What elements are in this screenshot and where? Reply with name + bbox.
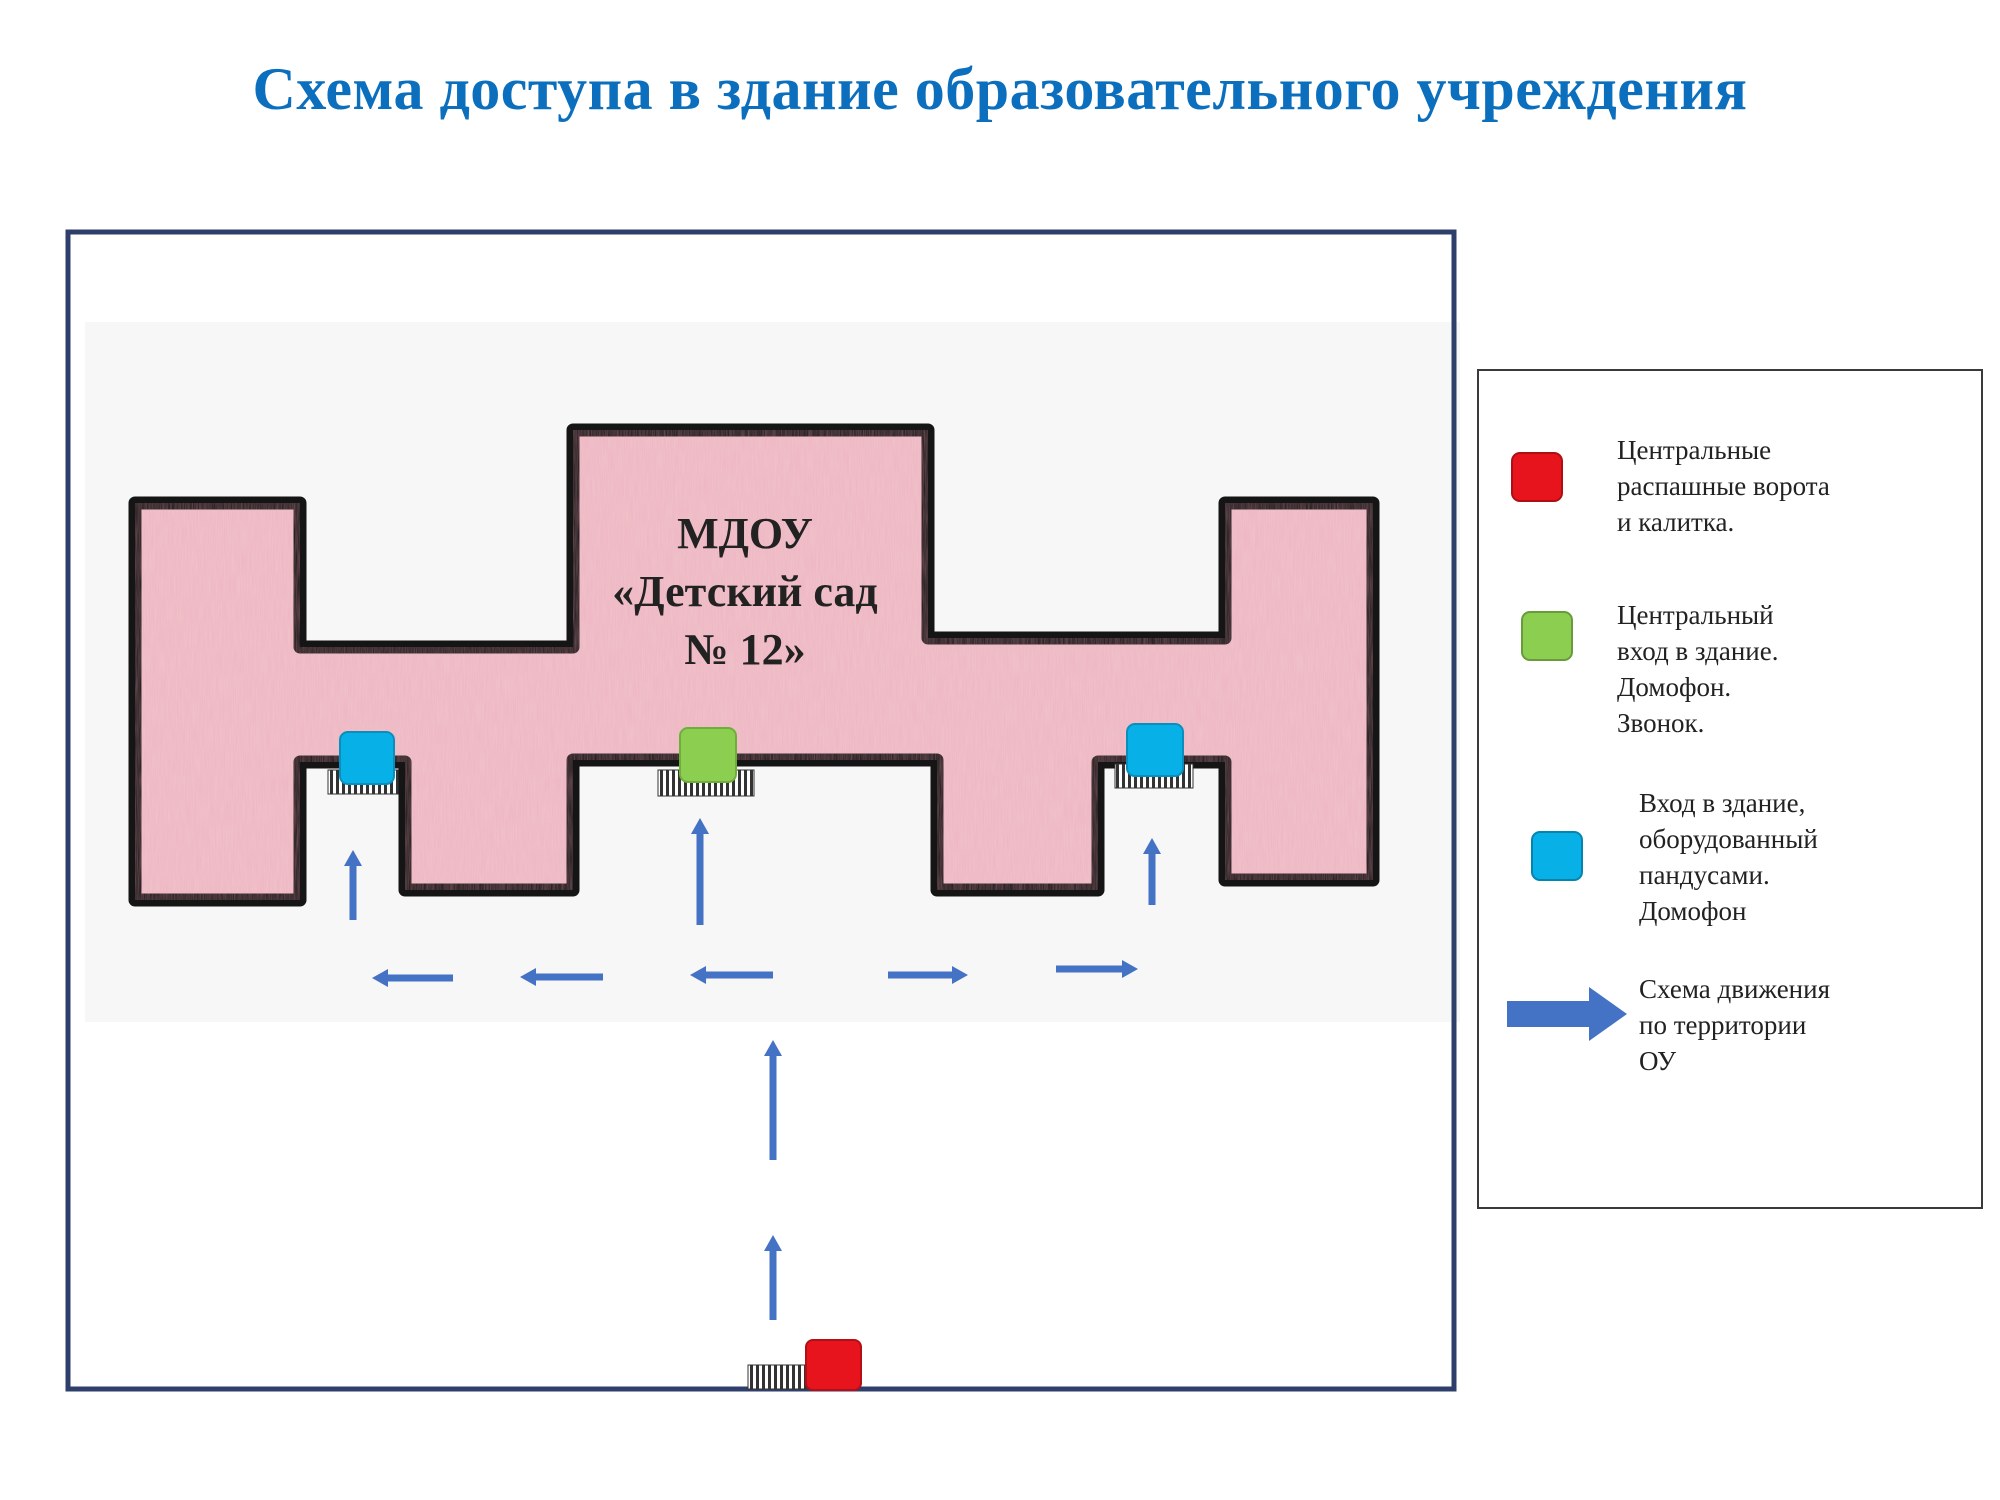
arrow-up-gate	[764, 1235, 782, 1320]
legend-text-gate: Центральные распашные ворота и калитка.	[1617, 435, 1830, 537]
red-square-icon	[1511, 452, 1563, 502]
arrow-up-path	[764, 1040, 782, 1160]
building	[128, 423, 1380, 907]
arrow-right-2	[1056, 960, 1138, 978]
blue-square-icon	[1531, 831, 1583, 881]
arrow-up-right-entrance	[1143, 838, 1161, 905]
arrow-left-2	[520, 968, 603, 986]
arrow-up-left-entrance	[344, 850, 362, 920]
legend-text-movement: Схема движения по территории ОУ	[1639, 974, 1830, 1076]
page-title: Схема доступа в здание образовательного …	[252, 56, 1748, 122]
legend-text-ramp-entrance: Вход в здание, оборудованный пандусами. …	[1639, 788, 1818, 926]
building-label-line3: № 12»	[684, 625, 806, 674]
building-label-line1: МДОУ	[677, 509, 813, 558]
building-label-line2: «Детский сад	[612, 567, 878, 616]
arrow-right-1	[888, 966, 968, 984]
arrow-right-icon	[1507, 987, 1627, 1041]
legend-text-main-entrance: Центральный вход в здание. Домофон. Звон…	[1617, 600, 1779, 738]
entrance-ramp-left	[327, 731, 399, 795]
legend: Центральные распашные ворота и калитка. …	[1477, 369, 1983, 1209]
movement-arrows	[344, 818, 1161, 1320]
arrow-left-3	[372, 969, 453, 987]
green-square-icon	[1521, 611, 1573, 661]
entrance-ramp-right	[1114, 723, 1194, 789]
building-label: МДОУ «Детский сад № 12»	[560, 505, 930, 679]
entrance-main	[657, 727, 755, 797]
arrow-left-1	[690, 966, 773, 984]
central-gate	[747, 1339, 862, 1391]
arrow-up-main-entrance	[691, 818, 709, 925]
